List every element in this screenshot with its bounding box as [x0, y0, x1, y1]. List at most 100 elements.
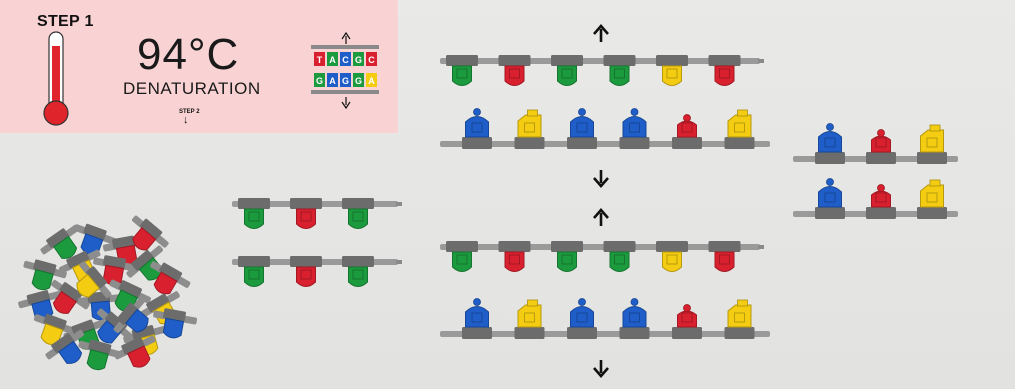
base-knob [737, 299, 748, 307]
sugar-block [290, 198, 322, 209]
base-label-mark [629, 122, 640, 133]
sugar-block [672, 327, 702, 339]
base-knob [527, 109, 538, 117]
sugar-block [815, 207, 845, 219]
base-knob [929, 179, 941, 187]
base-label-mark [352, 211, 364, 222]
base-label-mark [926, 137, 938, 148]
sugar-block [567, 327, 597, 339]
base-label-mark [509, 254, 520, 265]
base-label-mark [734, 122, 745, 133]
base-label-mark [719, 254, 730, 265]
base-knob [527, 299, 538, 307]
base-label-mark [666, 254, 678, 265]
loose-nucleotide [76, 261, 112, 298]
backbone-end [396, 202, 402, 206]
base-knob [630, 298, 639, 306]
sugar-block [514, 327, 545, 339]
strand-small-right-2 [793, 178, 958, 219]
base-label-mark [248, 269, 260, 280]
base-label-mark [681, 122, 693, 133]
loose-nucleotide [78, 339, 122, 371]
mini-bottom-letter: G [342, 76, 349, 86]
loose-nucleotide [114, 335, 156, 368]
sugar-block [619, 327, 650, 339]
base-label-mark [734, 312, 745, 323]
mini-top-base [327, 52, 338, 66]
base-blue [570, 116, 594, 138]
base-label-mark [456, 254, 468, 265]
process-label: DENATURATION [123, 79, 261, 98]
sugar-block [238, 256, 270, 267]
base-knob [737, 109, 748, 117]
sugar-block [498, 55, 531, 66]
base-label-mark [629, 312, 640, 323]
mini-top-base [340, 52, 351, 66]
base-label-mark [561, 254, 573, 265]
base-yellow [920, 129, 944, 153]
sugar-block [917, 152, 947, 164]
base-label-mark [824, 192, 836, 203]
sugar-block [708, 241, 741, 252]
strand-small-left-2 [232, 256, 402, 287]
base-knob [473, 108, 481, 116]
loose-nucleotide [150, 261, 191, 295]
sugar-block [551, 55, 583, 66]
base-yellow [727, 114, 752, 138]
up-arrow-icon [593, 24, 609, 42]
base-label-mark [824, 137, 836, 148]
base-label-mark [248, 211, 260, 222]
sugar-block [619, 137, 650, 149]
sugar-block [672, 137, 702, 149]
base-blue [570, 306, 594, 328]
base-blue [818, 186, 842, 208]
base-label-mark [300, 269, 312, 280]
down-arrow-icon [593, 360, 609, 378]
mini-bottom-base [327, 73, 338, 87]
sugar-block [603, 241, 636, 252]
sugar-block [708, 55, 741, 66]
base-label-mark [471, 122, 483, 133]
mini-top-base [366, 52, 377, 66]
base-label-mark [666, 68, 678, 79]
sugar-block [551, 241, 583, 252]
base-label-mark [524, 122, 535, 133]
mini-bottom-letter: A [368, 76, 375, 86]
mini-top-base [314, 52, 325, 66]
base-label-mark [614, 68, 625, 79]
sugar-block [238, 198, 270, 209]
strand-small-left-1 [232, 198, 402, 229]
base-knob [630, 108, 639, 116]
sugar-block [498, 241, 531, 252]
next-step-label: STEP 2 [179, 109, 200, 115]
base-knob [929, 124, 941, 132]
sugar-block [514, 137, 545, 149]
loose-nucleotide [33, 313, 77, 345]
strand-step2-bottom [440, 298, 770, 339]
base-label-mark [875, 137, 887, 148]
base-blue [818, 131, 842, 153]
base-yellow [920, 184, 944, 208]
base-knob [877, 184, 885, 192]
sugar-block [656, 241, 688, 252]
sugar-block [446, 55, 478, 66]
mini-bottom-letter: G [316, 76, 323, 86]
base-label-mark [614, 254, 625, 265]
base-label-mark [300, 211, 312, 222]
base-label-mark [719, 68, 730, 79]
base-label-mark [875, 192, 887, 203]
base-yellow [727, 304, 752, 328]
mini-bottom-base [314, 73, 325, 87]
base-knob [877, 129, 885, 137]
sugar-block [917, 207, 947, 219]
mini-top-letter: T [317, 55, 323, 65]
base-knob [826, 123, 834, 131]
loose-nucleotide [132, 215, 169, 251]
base-label-mark [576, 312, 588, 323]
base-knob [578, 298, 586, 306]
base-blue [622, 116, 647, 138]
base-label-mark [681, 312, 693, 323]
sugar-block [462, 137, 492, 149]
